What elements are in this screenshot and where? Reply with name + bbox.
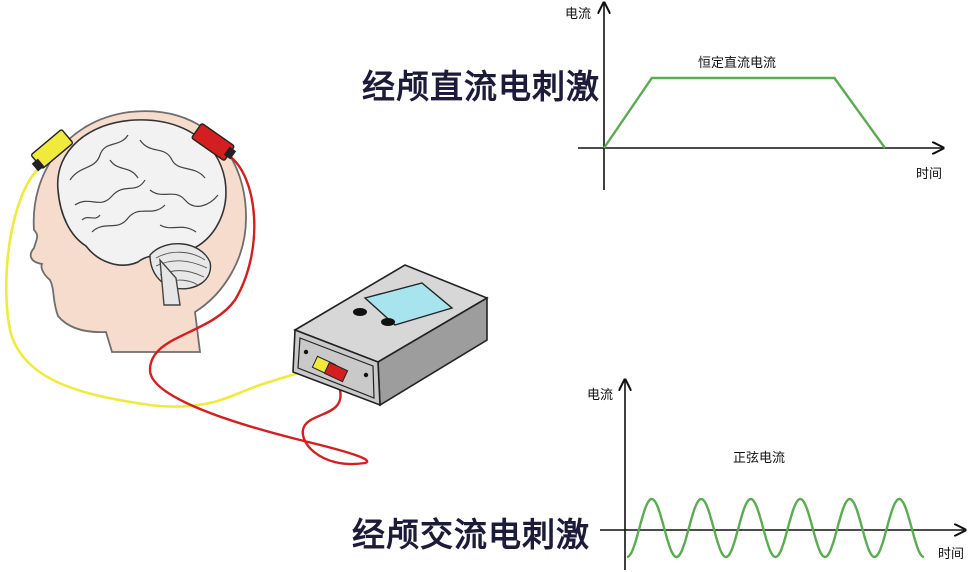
dc-series-label: 恒定直流电流: [698, 56, 777, 71]
stimulator-device-icon: [292, 264, 489, 407]
tacs-heading: 经颅交流电刺激: [352, 515, 590, 554]
ac-ylabel: 电流: [587, 388, 614, 403]
ac-xlabel: 时间: [938, 547, 965, 562]
dc-xlabel: 时间: [916, 167, 943, 182]
yellow-electrode-icon: [31, 129, 73, 172]
red-electrode-icon: [191, 123, 237, 161]
yellow-wire: [5, 166, 326, 408]
ac-series-label: 正弦电流: [733, 451, 786, 466]
dc-chart: [578, 4, 942, 190]
brain-icon: [57, 119, 227, 306]
dc-ylabel: 电流: [565, 7, 592, 22]
dc-current-line: [603, 76, 886, 149]
ac-chart: [600, 381, 964, 570]
ac-sine-line: [626, 497, 925, 559]
red-wire: [148, 154, 369, 466]
tdcs-heading: 经颅直流电刺激: [362, 67, 600, 106]
